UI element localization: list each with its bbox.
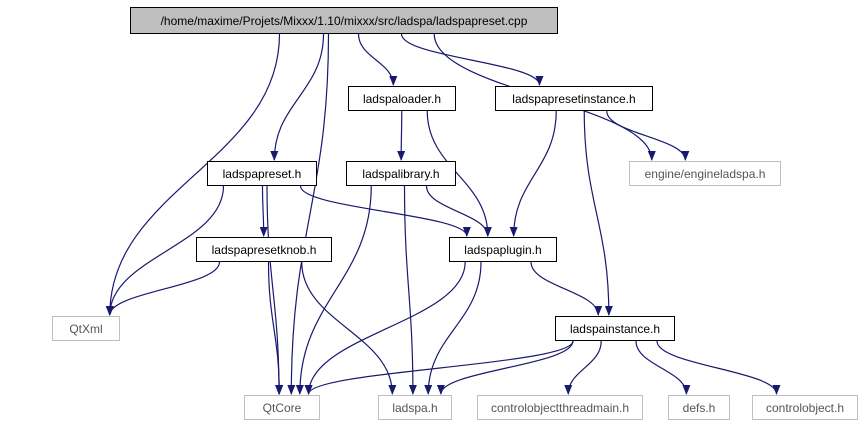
edges-layer	[105, 33, 781, 395]
node-label: ladspaplugin.h	[464, 242, 542, 257]
edge-root-to-ladspapresetinstance_h	[400, 33, 544, 86]
edge-root-to-ladspapreset_h	[270, 33, 325, 161]
edge-ladspainstance_h-to-qtcore	[304, 340, 574, 395]
edge-ladspaplugin_h-to-ladspa_h	[424, 261, 482, 395]
root-file-node: /home/maxime/Projets/Mixxx/1.10/mixxx/sr…	[130, 7, 558, 34]
node-label: controlobjectthreadmain.h	[490, 400, 630, 415]
node-label: QtCore	[262, 400, 302, 415]
edge-ladspapresetknob_h-to-qtxml	[105, 261, 221, 316]
edge-ladspainstance_h-to-controlobjectthreadmain_h	[564, 340, 602, 395]
edge-ladspapresetinstance_h-to-ladspaplugin_h	[509, 110, 557, 237]
node-ladspainstance-h[interactable]: ladspainstance.h	[555, 316, 675, 341]
edge-root-to-qtxml	[105, 33, 281, 316]
edge-ladspapreset_h-to-ladspapresetknob_h	[259, 185, 268, 237]
node-qtxml: QtXml	[52, 316, 120, 341]
node-engine-engineladspa-h: engine/engineladspa.h	[629, 161, 781, 186]
node-label: ladspapresetknob.h	[211, 242, 317, 257]
edge-ladspapresetinstance_h-to-ladspainstance_h	[583, 110, 613, 316]
node-ladspapresetinstance-h[interactable]: ladspapresetinstance.h	[495, 86, 653, 111]
edge-root-to-ladspaloader_h	[357, 33, 398, 86]
node-controlobject-h: controlobject.h	[752, 395, 858, 420]
edge-ladspaplugin_h-to-ladspainstance_h	[530, 261, 603, 316]
node-ladspa-h: ladspa.h	[378, 395, 452, 420]
node-label: ladspainstance.h	[569, 321, 661, 336]
node-qtcore: QtCore	[244, 395, 320, 420]
node-label: ladspaloader.h	[362, 91, 442, 106]
edge-ladspalibrary_h-to-qtcore	[295, 185, 372, 395]
edge-ladspapresetknob_h-to-qtcore	[267, 261, 284, 395]
edge-ladspapreset_h-to-ladspaplugin_h	[299, 185, 471, 237]
node-ladspaloader-h[interactable]: ladspaloader.h	[348, 86, 456, 111]
node-ladspapresetknob-h[interactable]: ladspapresetknob.h	[196, 237, 332, 262]
node-ladspalibrary-h[interactable]: ladspalibrary.h	[346, 161, 456, 186]
edge-ladspapreset_h-to-qtxml	[105, 185, 225, 316]
node-label: controlobject.h	[765, 400, 845, 415]
node-controlobjectthreadmain-h: controlobjectthreadmain.h	[477, 395, 643, 420]
node-ladspapreset-h[interactable]: ladspapreset.h	[207, 161, 317, 186]
edge-ladspalibrary_h-to-ladspaplugin_h	[425, 185, 492, 237]
edge-ladspainstance_h-to-ladspa_h	[436, 340, 574, 395]
node-label: engine/engineladspa.h	[644, 166, 766, 181]
node-label: ladspapreset.h	[222, 166, 302, 181]
edge-ladspaloader_h-to-ladspalibrary_h	[397, 110, 406, 161]
root-file-label: /home/maxime/Projets/Mixxx/1.10/mixxx/sr…	[160, 13, 528, 28]
edge-ladspainstance_h-to-controlobject_h	[656, 340, 781, 395]
edge-root-to-qtcore	[287, 33, 330, 395]
edge-ladspapreset_h-to-qtcore	[266, 185, 283, 395]
node-ladspaplugin-h[interactable]: ladspaplugin.h	[449, 237, 557, 262]
node-label: ladspalibrary.h	[362, 166, 440, 181]
node-defs-h: defs.h	[668, 395, 730, 420]
edge-ladspainstance_h-to-defs_h	[635, 340, 691, 395]
node-label: ladspapresetinstance.h	[512, 91, 636, 106]
node-label: ladspa.h	[392, 400, 438, 415]
edge-ladspalibrary_h-to-ladspa_h	[403, 185, 417, 395]
edge-ladspapresetinstance_h-to-engineladspa_h	[606, 110, 690, 161]
edge-ladspaplugin_h-to-qtcore	[304, 261, 466, 395]
node-label: defs.h	[682, 400, 716, 415]
edge-ladspaloader_h-to-ladspaplugin_h	[426, 110, 492, 237]
node-label: QtXml	[69, 321, 103, 336]
